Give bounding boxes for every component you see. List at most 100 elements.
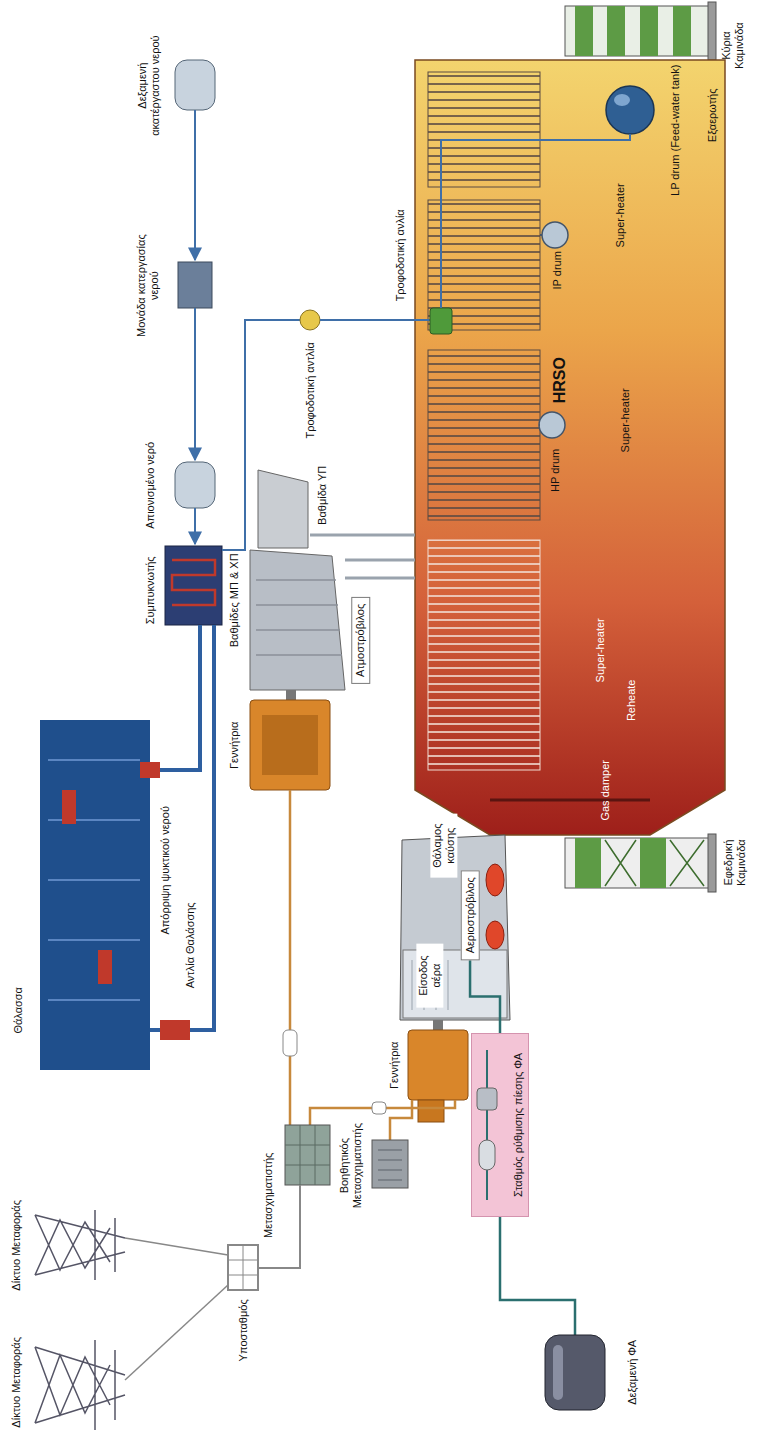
gas-supply-line	[470, 960, 500, 1033]
component-label: Είσοδος αέρα	[416, 943, 443, 1007]
generator	[408, 1030, 468, 1100]
intake-pillar	[62, 790, 76, 824]
transmission-tower	[35, 1340, 125, 1430]
regulator-symbol	[477, 1088, 497, 1110]
node-text: Σταθμός ρύθμισης πίεσης ΦΑ	[512, 1053, 525, 1197]
substation-frame	[228, 1245, 258, 1290]
cooling-intake-pipe	[150, 625, 214, 1030]
hp-drum	[539, 412, 565, 438]
condensate-pipe	[222, 320, 300, 550]
stack-cap	[708, 2, 716, 60]
sea-waves	[48, 760, 140, 1000]
tank-label: Δεξαμενή ακατέργαστου νερού	[134, 26, 161, 145]
ip-drum	[542, 222, 568, 248]
demineralised-tank	[175, 462, 215, 508]
drum-label: IP drum	[550, 249, 565, 291]
lp-turbine	[250, 550, 345, 690]
section-label: Super-heater	[613, 181, 628, 249]
sea	[40, 720, 150, 1070]
water-pipe	[194, 508, 196, 544]
steam-pipe	[345, 559, 415, 562]
stack-band	[640, 838, 666, 888]
bypass-stack	[565, 838, 712, 888]
pump-label: Αντλία Θαλάσσης	[183, 900, 198, 990]
station-box: Σταθμός ρύθμισης πίεσης ΦΑ	[471, 1033, 529, 1217]
feedwater-pipe	[320, 319, 430, 321]
substation	[228, 1245, 258, 1290]
turbine-box: Ατμοστρόβιλος	[351, 596, 370, 683]
power-cable	[390, 1100, 412, 1140]
drum-label: HP drum	[548, 446, 563, 493]
condenser	[165, 546, 222, 625]
breaker	[372, 1102, 386, 1114]
tank-highlight	[553, 1345, 563, 1400]
gas-tank	[545, 1335, 605, 1410]
tube-bank	[428, 72, 540, 187]
stack-band	[673, 6, 691, 56]
transformer-fins	[378, 1150, 402, 1180]
generator	[250, 700, 330, 790]
gas-pipe	[486, 1050, 488, 1200]
main-transformer	[285, 1125, 330, 1185]
feed-pump	[430, 308, 452, 334]
turbine-box: Αεριοστρόβιλος	[461, 870, 480, 960]
substation-label: Υποσταθμός	[236, 1297, 251, 1363]
drum-riser	[539, 424, 540, 426]
hrsg-body	[415, 60, 725, 835]
gas-pipe	[500, 1210, 575, 1335]
cooling-discharge-pipe	[150, 625, 200, 770]
tube-bank	[428, 350, 540, 520]
component-label: Συμπυκνωτής	[143, 554, 158, 626]
steam-pipe	[310, 534, 415, 537]
regulator-equipment	[475, 1050, 499, 1200]
feedwater-pipe	[441, 134, 630, 308]
component-label: Θάλαμος καύσης	[430, 813, 457, 877]
grid-label: Δίκτυο Μεταφοράς	[8, 1335, 23, 1430]
section-label: Super-heater	[593, 616, 608, 684]
transformer-label: Βοηθητικός Μετασχηματιστής	[336, 1116, 363, 1215]
drum-highlight	[614, 94, 630, 106]
generator-core	[262, 715, 318, 775]
section-label: Gas damper	[597, 758, 612, 823]
component-label: Μονάδα κατεργασίας νερού	[134, 228, 161, 342]
power-cable	[289, 790, 292, 1125]
turbine-ribs	[256, 580, 342, 655]
sea-pump	[160, 1020, 190, 1040]
breaker	[283, 1030, 297, 1056]
water-pipe	[194, 308, 196, 460]
outfall	[140, 762, 160, 778]
stack-band	[575, 6, 593, 56]
section-label: Super-heater	[618, 386, 633, 454]
main-stack	[565, 6, 712, 56]
hrsg-title: HRSO	[550, 355, 570, 405]
combustor	[486, 921, 504, 949]
stack-label: Εφεδρική Καμινάδα	[721, 825, 748, 899]
stack-label: Κύρια Καμινάδα	[719, 14, 746, 76]
hv-line	[125, 1285, 228, 1380]
node-text: Ατμοστρόβιλος	[354, 603, 367, 676]
shaft	[286, 690, 296, 700]
condenser-coil	[172, 560, 215, 605]
hp-turbine	[258, 470, 308, 548]
stage-label: Βαθμίδες ΜΠ & ΧΠ	[227, 551, 242, 649]
stack-band	[607, 6, 625, 56]
shaft	[433, 1020, 443, 1030]
transformer-grid	[285, 1125, 330, 1185]
pump-label: Τροφοδοτική αντλία	[303, 340, 318, 440]
transformer-label: Μετασχηματιστής	[261, 1150, 276, 1239]
tank-label: Δεξαμενή ΦΑ	[625, 1337, 640, 1406]
grid-label: Δίκτυο Μεταφοράς	[8, 1198, 23, 1293]
generator-label: Γεννήτρια	[227, 719, 242, 771]
gas-damper-blade	[490, 799, 650, 802]
tank-label: Απιονισμένο νερό	[143, 439, 158, 530]
water-pipe	[194, 110, 196, 260]
steam-pipe	[345, 577, 415, 580]
power-cable	[310, 1100, 455, 1125]
feed-pump	[300, 310, 320, 330]
pump-label: Τροφοδοτική ανλία	[393, 207, 408, 303]
generator-label: Γεννήτρια	[387, 1039, 402, 1091]
pipe-label: Απόρριψη ψυκτικού νερού	[157, 804, 172, 937]
